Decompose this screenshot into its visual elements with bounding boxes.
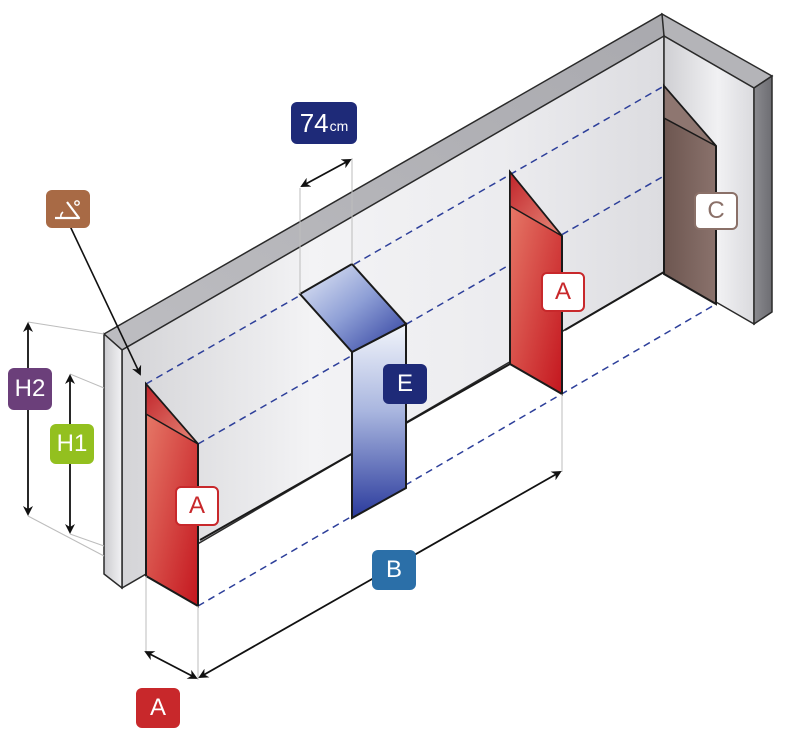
e-badge: E [383,364,427,404]
a-bottom-label: A [149,694,166,721]
panel-c [663,83,717,306]
h2-badge: H2 [8,368,52,410]
b-label: B [385,556,402,583]
h1-badge: H1 [50,424,94,464]
angle-badge [46,190,90,228]
width-unit: cm [329,118,349,134]
dimension-lines [23,158,563,680]
angle-leader-line [69,225,142,376]
a-dimension-arrow [144,651,198,679]
angle-protractor-icon [55,200,81,220]
b-badge: B [372,550,416,590]
a-middle-badge: A [541,272,585,312]
a-front-label: A [188,492,205,519]
c-label: C [707,197,725,224]
e-label: E [396,370,413,397]
h2-label: H2 [14,375,46,402]
wall-left-end-cap [103,332,123,590]
width-badge: 74 cm [291,102,357,144]
panel-a-front [145,381,199,608]
a-bottom-badge: A [136,688,180,728]
wall-floor-edge-right [564,271,665,331]
width-value: 74 [299,108,329,138]
right-wall-end-cap [753,74,773,326]
width-dimension-arrow [300,159,352,187]
c-badge: C [694,192,738,230]
h1-label: H1 [56,430,88,457]
a-front-badge: A [175,486,219,526]
a-middle-label: A [554,278,571,305]
